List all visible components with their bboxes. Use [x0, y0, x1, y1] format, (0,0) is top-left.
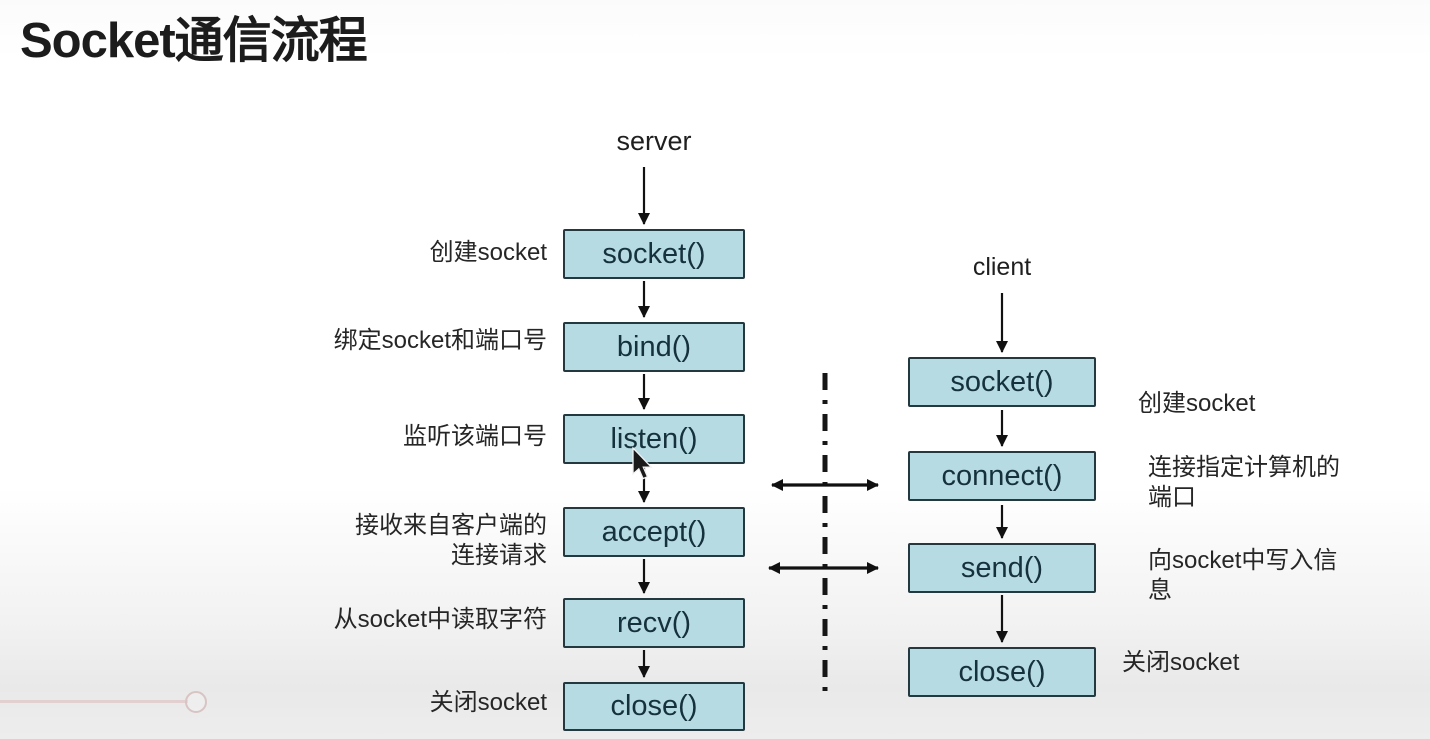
flow-node-server-listen: listen()	[563, 414, 745, 464]
server-note-recv: 从socket中读取字符	[333, 606, 547, 633]
client-note-connect: 连接指定计算机的 端口	[1148, 454, 1340, 511]
server-note-accept: 接收来自客户端的 连接请求	[355, 512, 547, 569]
client-note-send: 向socket中写入信 息	[1148, 547, 1338, 604]
video-progress-handle[interactable]	[185, 691, 207, 713]
flow-node-server-accept: accept()	[563, 507, 745, 557]
server-note-listen: 监听该端口号	[403, 423, 547, 450]
video-progress-track[interactable]	[0, 700, 188, 703]
flow-node-server-close: close()	[563, 682, 745, 731]
handshake-arrows	[768, 479, 879, 574]
page-title: Socket通信流程	[20, 14, 368, 68]
server-note-bind: 绑定socket和端口号	[333, 327, 547, 354]
server-note-close: 关闭socket	[429, 689, 547, 716]
flow-node-server-recv: recv()	[563, 598, 745, 648]
server-note-create-socket: 创建socket	[429, 239, 547, 266]
flow-node-client-send: send()	[908, 543, 1096, 593]
flow-node-server-socket: socket()	[563, 229, 745, 279]
flow-node-client-socket: socket()	[908, 357, 1096, 407]
client-note-create-socket: 创建socket	[1138, 390, 1256, 417]
flow-node-client-connect: connect()	[908, 451, 1096, 501]
flow-node-client-close: close()	[908, 647, 1096, 697]
flow-node-server-bind: bind()	[563, 322, 745, 372]
client-column-heading: client	[972, 253, 1032, 281]
server-column-heading: server	[616, 126, 692, 156]
client-note-close: 关闭socket	[1122, 649, 1240, 676]
